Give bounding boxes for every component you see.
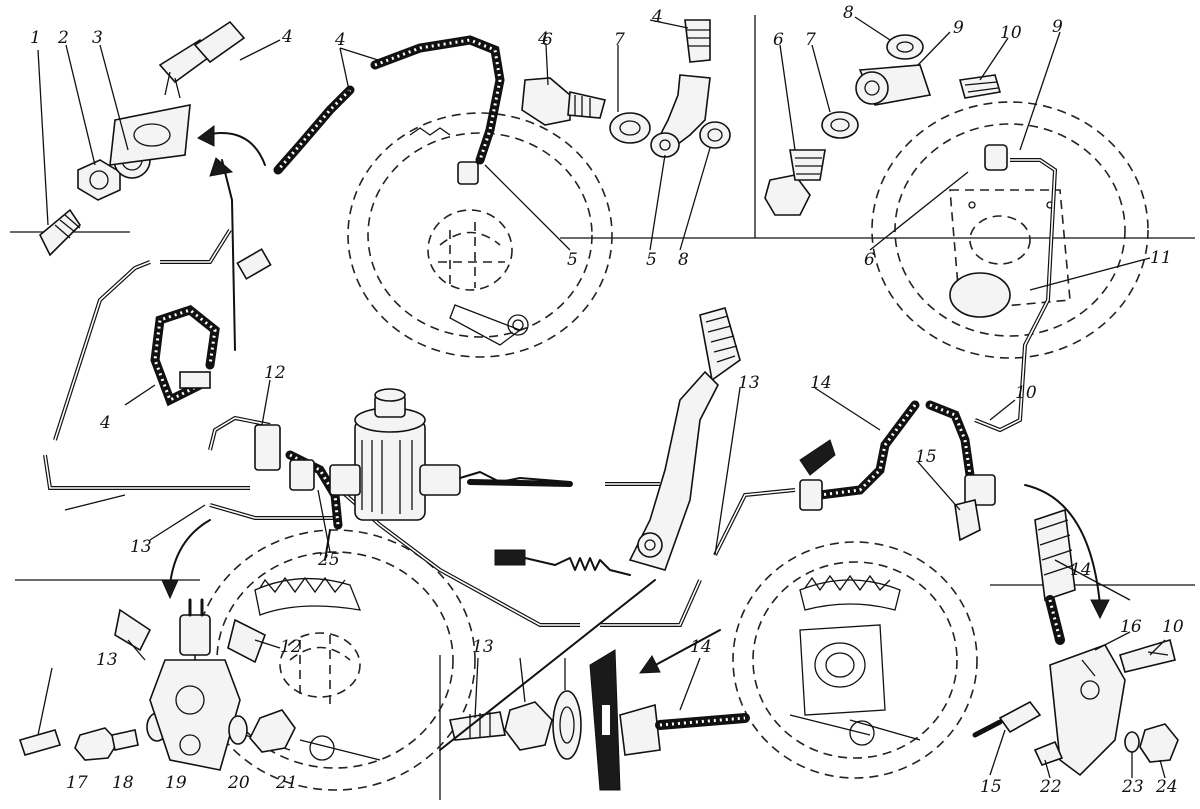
callout-23: 23	[1121, 777, 1144, 797]
callout-13: 13	[738, 373, 760, 393]
callout-4: 4	[99, 413, 111, 433]
callout-19: 19	[165, 773, 187, 793]
leader-lines	[37, 16, 1169, 779]
exploded-parts-bottom-left	[18, 598, 296, 771]
rear-right-brake-drum	[732, 541, 978, 779]
master-cylinder	[329, 388, 660, 521]
callout-4: 4	[651, 7, 663, 27]
callout-5: 5	[646, 250, 657, 270]
callout-10: 10	[1000, 23, 1022, 43]
callout-3: 3	[92, 28, 103, 48]
callout-6: 6	[542, 30, 553, 50]
callout-labels: 1 2 3 4 4 4 4 4 5 5 6 6 6 7 7 8 8 9 9 10…	[30, 3, 1184, 797]
callout-18: 18	[112, 773, 134, 793]
callout-15: 15	[980, 777, 1002, 797]
callout-22: 22	[1039, 777, 1062, 797]
callout-25: 25	[317, 550, 340, 570]
exploded-parts-bottom-right	[972, 508, 1179, 777]
callout-13: 13	[130, 537, 152, 557]
callout-17: 17	[66, 773, 88, 793]
callout-1: 1	[30, 28, 41, 48]
callout-13: 13	[96, 650, 118, 670]
callout-8: 8	[843, 3, 854, 23]
brake-lines	[43, 158, 1058, 627]
callout-16: 16	[1120, 617, 1142, 637]
callout-4: 4	[281, 27, 293, 47]
front-left-brake-drum	[347, 112, 613, 358]
callout-13: 13	[472, 637, 494, 657]
callout-10: 10	[1015, 383, 1037, 403]
callout-11: 11	[1150, 248, 1172, 268]
front-right-brake-drum	[871, 101, 1149, 359]
exploded-parts-top-left	[39, 20, 246, 257]
callout-14: 14	[810, 373, 832, 393]
callout-14: 14	[1070, 560, 1092, 580]
exploded-parts-top-right	[764, 34, 1002, 216]
callout-6: 6	[773, 30, 784, 50]
callout-9: 9	[953, 18, 964, 38]
exploded-parts-top-middle	[521, 19, 731, 158]
exploded-parts-bottom-middle	[449, 649, 750, 791]
callout-7: 7	[614, 30, 625, 50]
panel-dividers	[10, 15, 1195, 800]
callout-5: 5	[567, 250, 578, 270]
rear-left-brake-drum	[194, 529, 476, 791]
brake-pedal	[494, 307, 741, 576]
callout-4: 4	[537, 29, 549, 49]
callout-2: 2	[57, 28, 69, 48]
callout-15: 15	[915, 447, 937, 467]
callout-21: 21	[275, 773, 298, 793]
callout-12: 12	[264, 363, 286, 383]
line-fittings	[179, 144, 1011, 542]
callout-20: 20	[227, 773, 250, 793]
callout-7: 7	[805, 30, 816, 50]
callout-24: 24	[1155, 777, 1178, 797]
callout-12: 12	[280, 637, 302, 657]
callout-4: 4	[334, 30, 346, 50]
callout-14: 14	[690, 637, 712, 657]
callout-9: 9	[1052, 17, 1063, 37]
callout-8: 8	[678, 250, 689, 270]
callout-10: 10	[1162, 617, 1184, 637]
callout-6: 6	[864, 250, 875, 270]
